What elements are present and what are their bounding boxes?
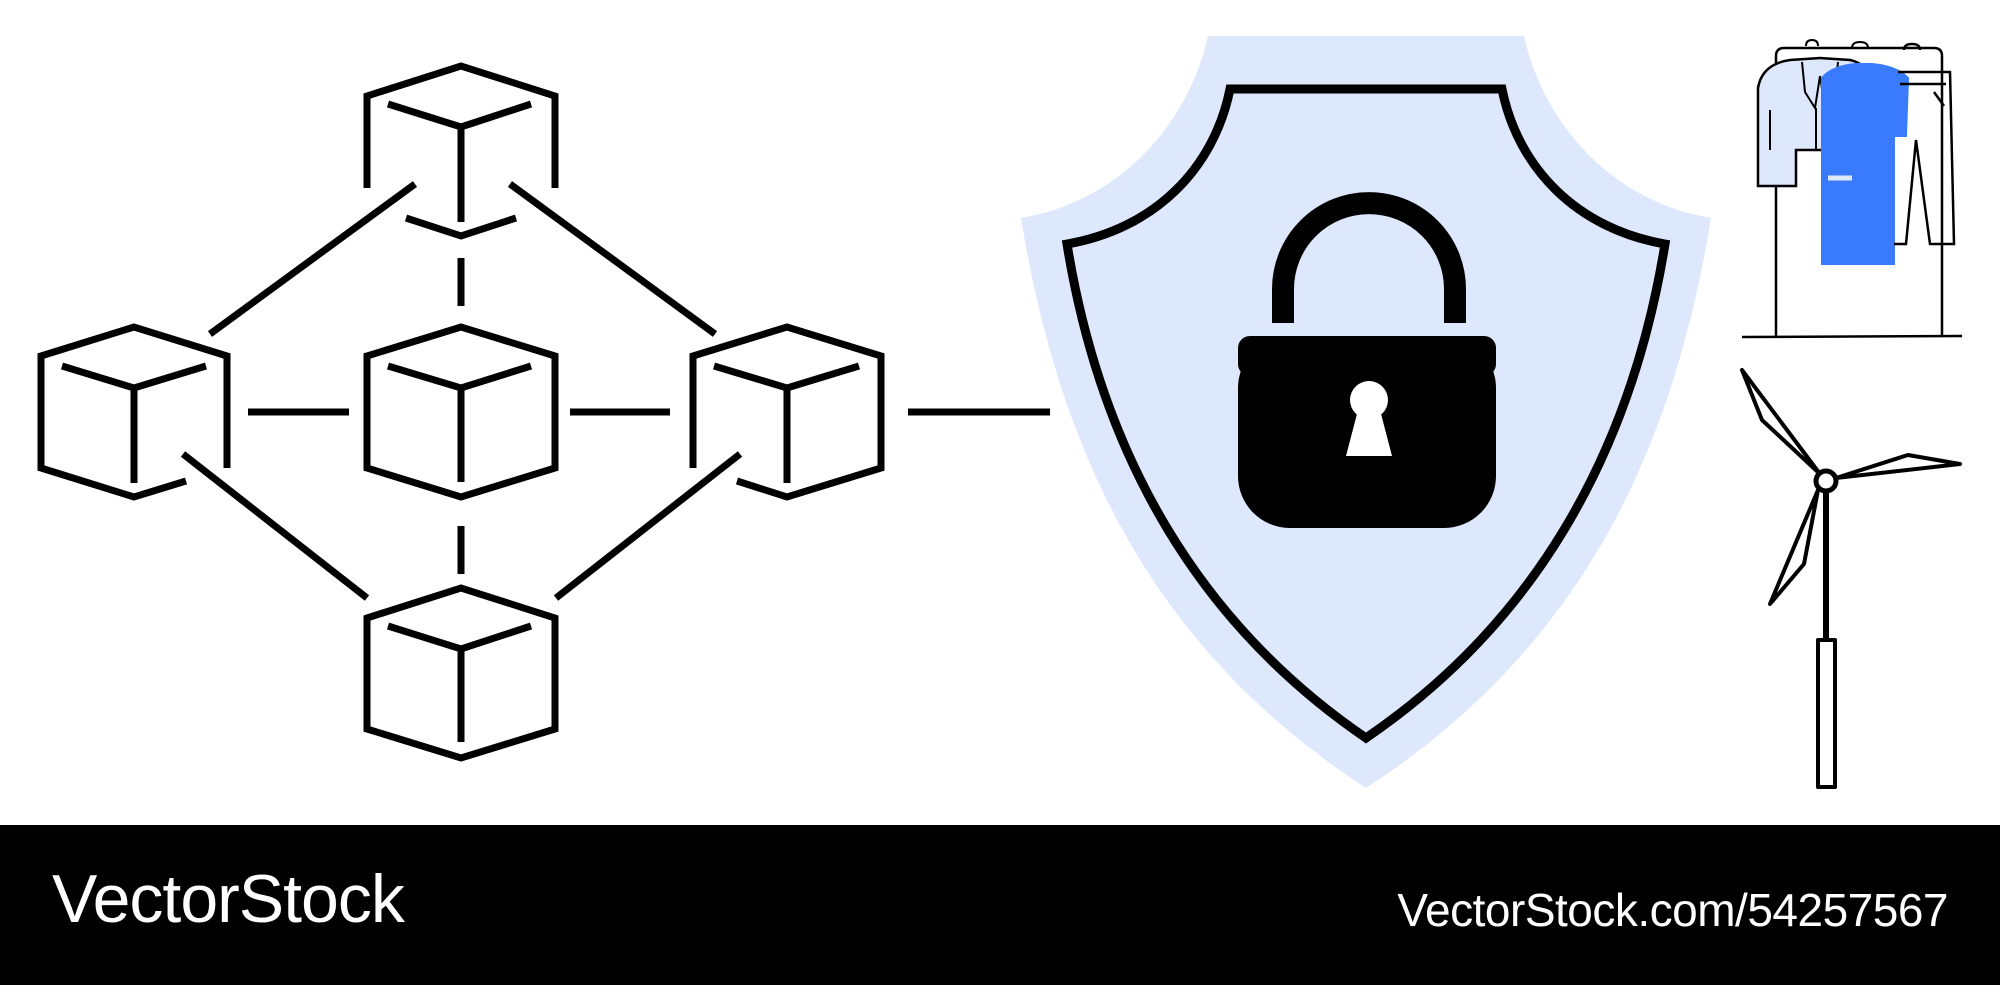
brand-logo: VectorStock xyxy=(52,861,405,937)
image-url: VectorStock.com/54257567 xyxy=(1397,884,1948,936)
cube-bottom-icon xyxy=(363,584,559,762)
wind-turbine-icon xyxy=(1740,368,1962,789)
cube-left-icon xyxy=(37,323,231,501)
cube-center-icon xyxy=(363,323,559,501)
footer-bar: VectorStock VectorStock.com/54257567 xyxy=(0,825,2000,985)
cube-right-icon xyxy=(689,323,885,501)
clothing-rack-icon xyxy=(1741,38,1963,339)
keyhole-icon xyxy=(1346,381,1392,456)
cube-top-icon xyxy=(363,62,559,240)
blockchain-network-icon xyxy=(37,62,1050,762)
trousers-icon xyxy=(1894,42,1956,246)
shirt-icon xyxy=(1821,40,1910,265)
illustration xyxy=(37,36,1963,789)
network-connectors xyxy=(180,181,1050,601)
padlock-icon xyxy=(1238,192,1496,528)
